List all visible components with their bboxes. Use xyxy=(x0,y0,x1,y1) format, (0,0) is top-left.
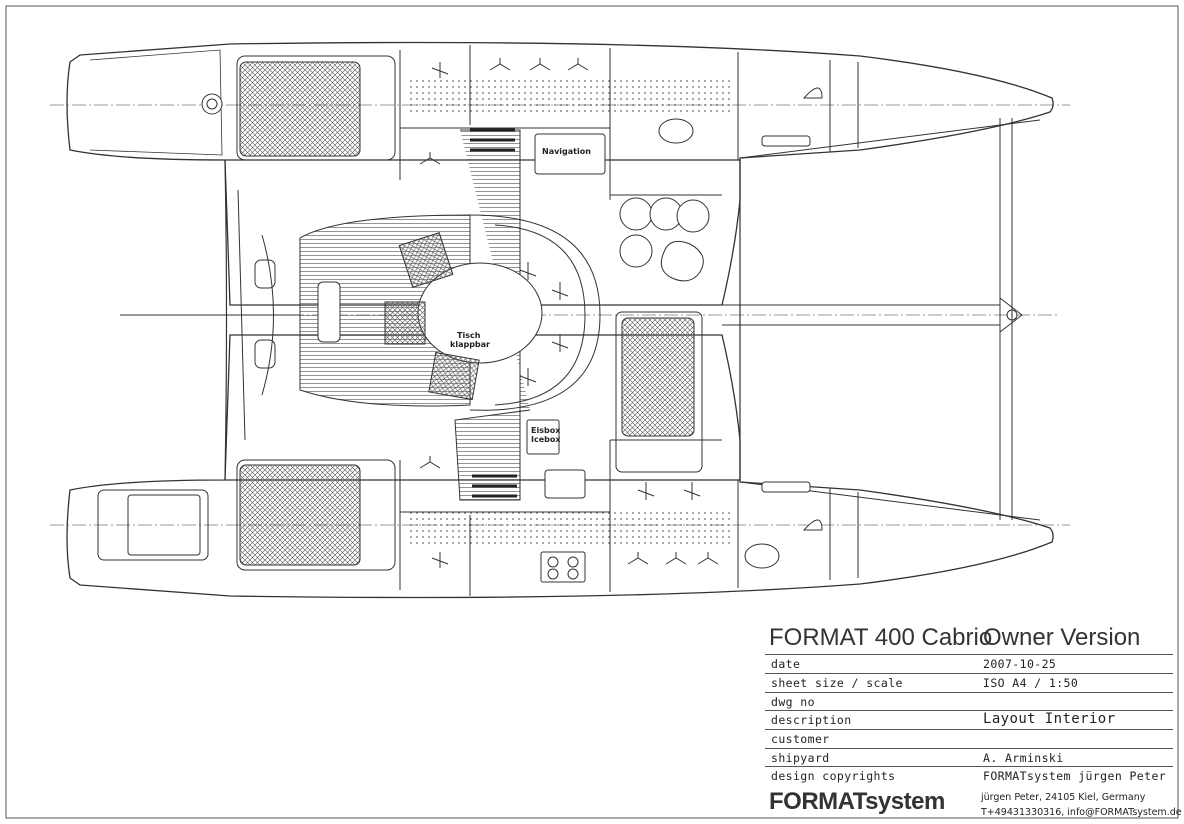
row-design-copyrights: design copyrights FORMATsystem jürgen Pe… xyxy=(765,766,1173,785)
row-sheet-size: sheet size / scale ISO A4 / 1:50 xyxy=(765,673,1173,692)
hangers xyxy=(419,58,719,565)
row-customer: customer xyxy=(765,729,1173,748)
address-line-2: T+49431330316, info@FORMATsystem.de xyxy=(981,807,1182,818)
row-value: A. Arminski xyxy=(983,751,1064,765)
row-label: dwg no xyxy=(771,695,815,709)
model-title: FORMAT 400 Cabrio xyxy=(769,624,993,651)
galley xyxy=(526,133,606,583)
row-value: 2007-10-25 xyxy=(983,657,1057,671)
round-items xyxy=(201,93,710,282)
row-value: Layout Interior xyxy=(983,711,1116,727)
table-label-1: Tisch xyxy=(457,331,481,340)
icebox-label-2: Icebox xyxy=(531,435,561,444)
floor-dots xyxy=(410,76,730,548)
stairs xyxy=(470,128,517,498)
berths xyxy=(236,55,703,571)
row-label: customer xyxy=(771,732,830,746)
title-line: FORMAT 400 Cabrio Owner Version xyxy=(769,624,1140,652)
bridge-deck xyxy=(224,159,741,481)
table-label-2: klappbar xyxy=(450,340,490,349)
version-title: Owner Version xyxy=(983,624,1141,651)
formatsystem-logo: FORMATsystem xyxy=(769,788,945,815)
heads xyxy=(658,87,823,569)
row-description: description Layout Interior xyxy=(765,710,1173,729)
row-label: description xyxy=(771,713,852,727)
transom xyxy=(97,189,300,561)
icebox-label-1: Eisbox xyxy=(531,426,561,435)
saloon xyxy=(299,129,601,501)
navigation-label: Navigation xyxy=(542,147,591,156)
drawing-labels: Navigation Tisch klappbar Eisbox Icebox xyxy=(450,147,591,444)
forward-beam xyxy=(722,118,1041,521)
title-block: FORMAT 400 Cabrio Owner Version date 200… xyxy=(765,622,1182,822)
row-label: date xyxy=(771,657,801,671)
row-dwg-no: dwg no xyxy=(765,692,1173,711)
hull-bottom xyxy=(66,334,1054,599)
row-label: design copyrights xyxy=(771,769,896,783)
fans xyxy=(431,62,701,568)
address-line-1: jürgen Peter, 24105 Kiel, Germany xyxy=(981,792,1146,803)
row-value: ISO A4 / 1:50 xyxy=(983,676,1079,690)
row-value: FORMATsystem jürgen Peter xyxy=(983,769,1167,783)
address: jürgen Peter, 24105 Kiel, Germany T+4943… xyxy=(981,790,1182,820)
row-label: sheet size / scale xyxy=(771,676,903,690)
row-date: date 2007-10-25 xyxy=(765,654,1173,673)
drawing-frame xyxy=(5,5,1179,819)
row-label: shipyard xyxy=(771,751,830,765)
row-shipyard: shipyard A. Arminski xyxy=(765,748,1173,767)
